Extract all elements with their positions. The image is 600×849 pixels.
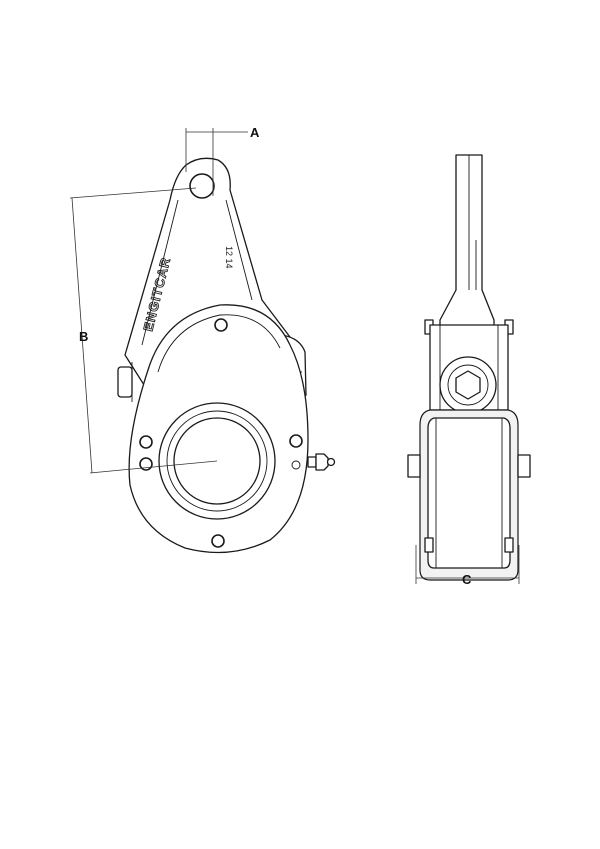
side-ear-bottom-left: [424, 537, 434, 553]
upper-housing-edges: [439, 325, 499, 410]
rivet-hole-left-upper: [139, 435, 153, 449]
front-view: ENGITCAR 12 14 A B: [69, 125, 336, 554]
body-contour: [157, 314, 281, 373]
rivet-hole-right-upper: [289, 434, 303, 448]
dimension-b-label: B: [79, 329, 88, 344]
side-lug-right: [517, 454, 531, 478]
dimension-a-label: A: [250, 125, 260, 140]
side-ear-bottom-right: [504, 537, 514, 553]
side-lug-left: [407, 454, 421, 478]
worm-shaft-hex: [455, 370, 481, 400]
dimension-c-label: C: [462, 572, 472, 587]
side-drum-face: [427, 417, 511, 569]
rivet-hole-bottom: [211, 534, 225, 548]
clevis-pin-hole: [189, 173, 215, 199]
size-stamp: 12 14: [224, 246, 234, 269]
side-view: C: [407, 154, 531, 587]
dimension-c: C: [415, 545, 520, 587]
dimension-a: A: [185, 125, 260, 196]
dimension-b: B: [69, 187, 218, 474]
worm-shaft-ring: [447, 364, 489, 406]
worm-housing-bump: [117, 366, 133, 398]
rivet-hole-right-lower: [291, 460, 301, 470]
grease-fitting: [307, 453, 336, 471]
rivet-hole-left-lower: [139, 457, 153, 471]
lever-arm-contour: [141, 199, 253, 346]
rivet-hole-top: [214, 318, 228, 332]
spline-mid-ring: [166, 410, 268, 512]
